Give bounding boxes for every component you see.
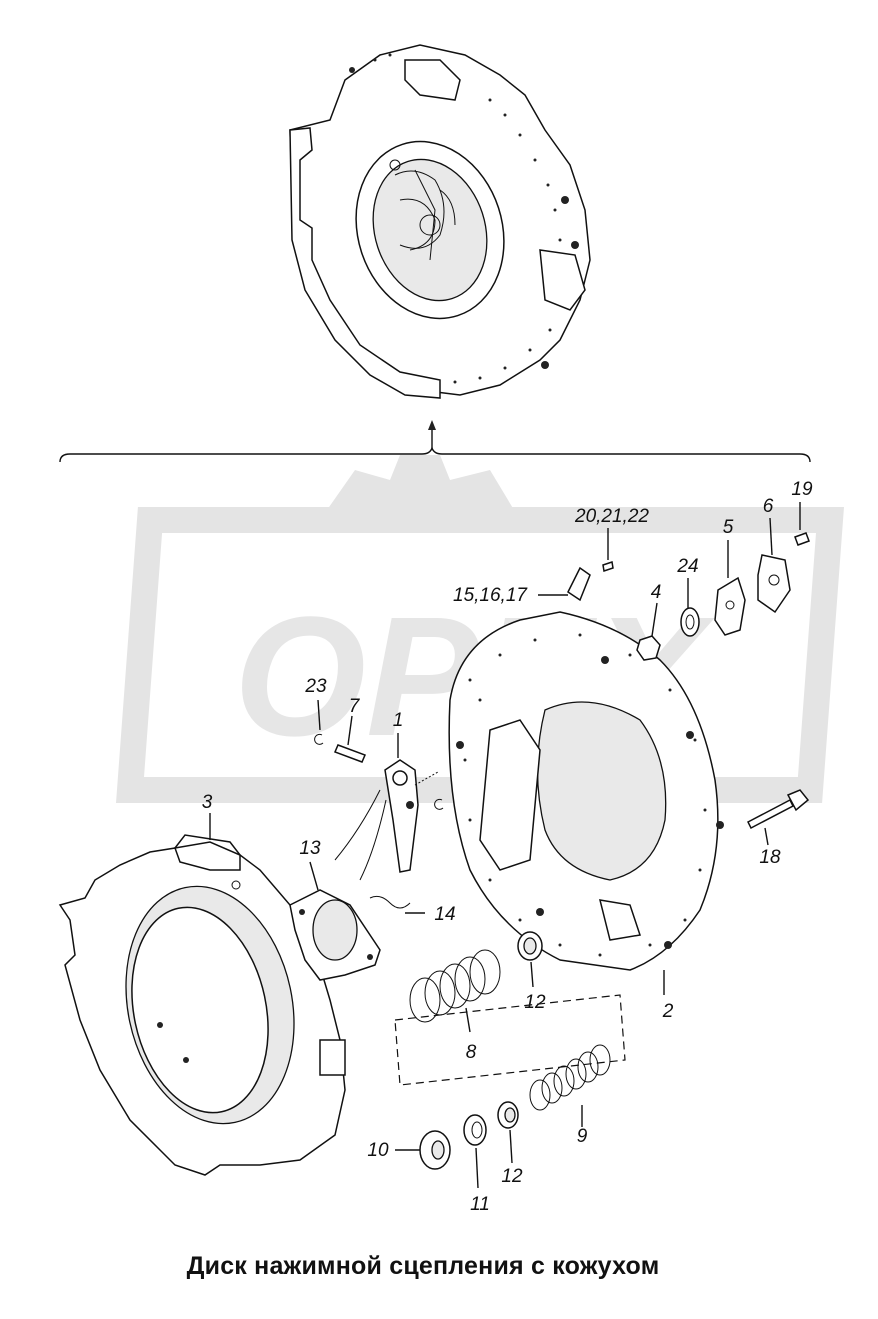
callout-24: 24 [676, 556, 698, 577]
part-10-washer [419, 1130, 451, 1170]
diagram-title: Диск нажимной сцепления с кожухом [186, 1252, 660, 1280]
callout-labels: 1 2 3 4 5 6 7 8 9 10 11 12 12 13 14 15,1… [202, 479, 813, 1215]
part-20-22-pin [602, 561, 614, 572]
callout-14: 14 [434, 904, 455, 925]
callout-15-16-17: 15,16,17 [453, 585, 528, 606]
callout-5: 5 [723, 517, 734, 538]
part-1-release-lever [334, 759, 439, 881]
part-24-washer [680, 607, 700, 637]
part-2-pressure-plate [448, 611, 724, 971]
callout-4: 4 [651, 582, 662, 603]
assembly-bracket [59, 420, 811, 463]
part-14-spring [369, 895, 411, 909]
callout-12-lower: 12 [501, 1166, 523, 1187]
callout-2: 2 [662, 1001, 674, 1022]
part-9-inner-spring [529, 1044, 611, 1111]
callout-18: 18 [759, 847, 781, 868]
callout-12-upper: 12 [524, 992, 546, 1013]
callout-9: 9 [577, 1126, 588, 1147]
callout-23: 23 [304, 676, 327, 697]
callout-3: 3 [202, 792, 213, 813]
callout-1: 1 [393, 710, 404, 731]
part-7-pin [333, 744, 367, 763]
leader-lines [209, 502, 801, 1189]
assembled-clutch-cover [289, 44, 591, 399]
part-6-plate [757, 554, 791, 614]
part-15-17-shim [567, 566, 591, 602]
part-8-outer-spring [409, 949, 501, 1023]
part-5-plate [714, 576, 746, 636]
callout-7: 7 [349, 696, 361, 717]
callout-20-21-22: 20,21,22 [574, 506, 649, 527]
part-18-bolt [747, 789, 810, 830]
c-clip [434, 798, 444, 810]
part-23-clip [314, 733, 324, 745]
part-11-washer [463, 1114, 487, 1146]
callout-11: 11 [470, 1194, 490, 1215]
callout-10: 10 [367, 1140, 389, 1161]
part-13-retainer [289, 889, 381, 981]
callout-13: 13 [299, 838, 321, 859]
part-3-cover-plate [58, 834, 346, 1176]
callout-19: 19 [791, 479, 813, 500]
callout-8: 8 [466, 1042, 477, 1063]
part-12-bushing-upper [517, 931, 543, 961]
part-19-screw [794, 532, 810, 546]
callout-6: 6 [763, 496, 774, 517]
part-12-bushing-lower [497, 1101, 519, 1129]
spring-group-outline [394, 994, 626, 1086]
